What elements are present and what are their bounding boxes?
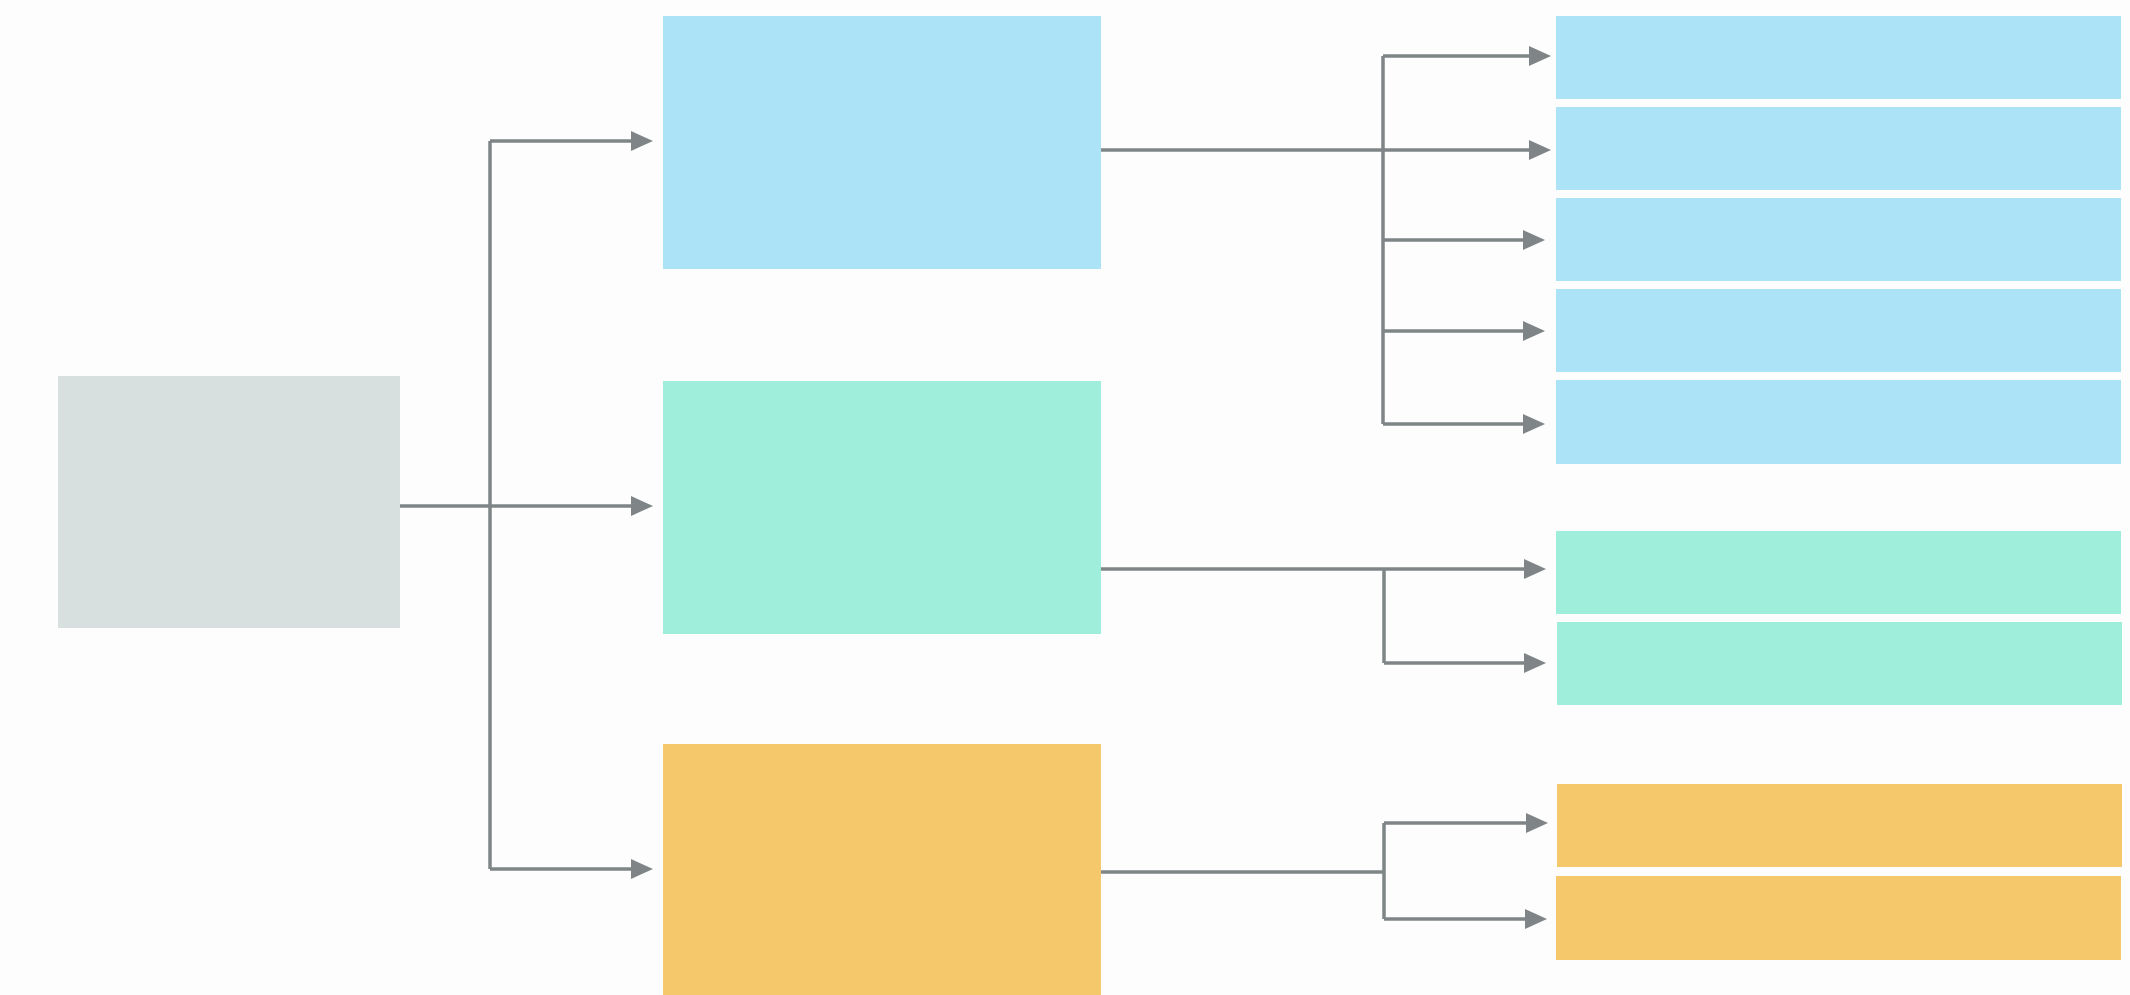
connector-root-trunk xyxy=(400,141,492,869)
leaf-node-blue xyxy=(1556,107,2121,190)
arrowhead-icon xyxy=(1525,909,1547,929)
arrowhead-icon xyxy=(1529,46,1551,66)
arrowhead-icon xyxy=(631,496,653,516)
connector-orange-trunk xyxy=(1101,823,1386,919)
leaf-node-teal xyxy=(1557,622,2122,705)
leaf-node-orange xyxy=(1556,876,2121,960)
leaf-node-blue xyxy=(1556,16,2121,99)
arrowhead-icon xyxy=(1523,230,1545,250)
root-node xyxy=(58,376,400,628)
connector-teal-trunk xyxy=(1101,567,1386,663)
leaf-node-teal xyxy=(1556,531,2121,614)
branch-node-blue xyxy=(663,16,1101,269)
arrowhead-icon xyxy=(1529,140,1551,160)
branch-node-teal xyxy=(663,381,1101,634)
connector-arrowheads xyxy=(631,46,1551,929)
leaf-node-blue xyxy=(1556,380,2121,464)
branch-node-orange xyxy=(663,744,1101,995)
arrowhead-icon xyxy=(631,859,653,879)
arrowhead-icon xyxy=(1524,653,1546,673)
arrowhead-icon xyxy=(631,131,653,151)
connector-lines xyxy=(400,54,1530,921)
arrowhead-icon xyxy=(1523,414,1545,434)
arrowhead-icon xyxy=(1526,813,1548,833)
leaf-node-blue xyxy=(1556,289,2121,372)
leaf-node-blue xyxy=(1556,198,2121,281)
arrowhead-icon xyxy=(1524,559,1546,579)
leaf-node-orange xyxy=(1557,784,2122,867)
arrowhead-icon xyxy=(1523,321,1545,341)
connector-blue-trunk xyxy=(1101,56,1385,424)
